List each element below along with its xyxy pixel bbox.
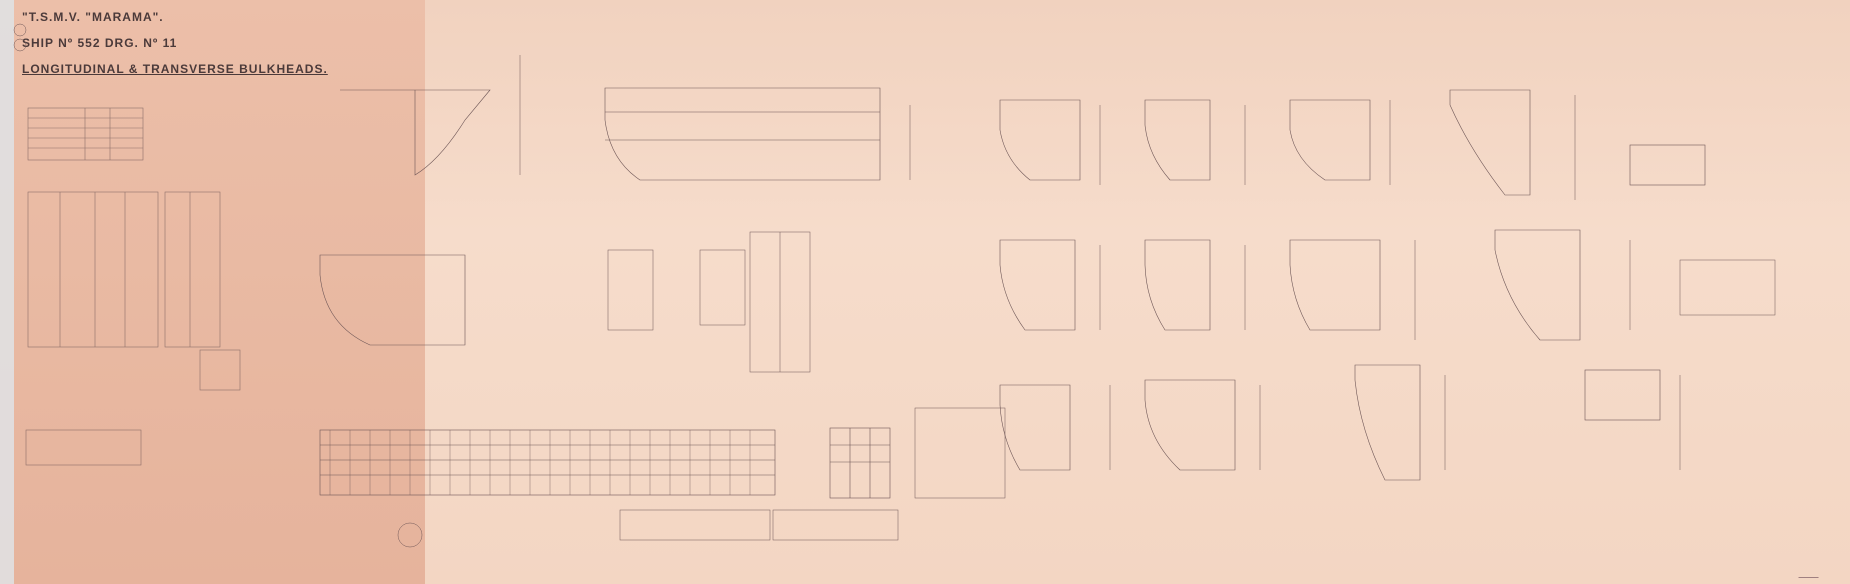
left-table-panel — [0, 0, 425, 584]
ship-drawing-number: SHIP Nº 552 DRG. Nº 11 — [22, 36, 178, 50]
transverse-bulkheads — [319, 87, 1706, 481]
sheet-edge-strip — [0, 0, 14, 584]
sections-and-details — [13, 23, 1776, 548]
vessel-name: "T.S.M.V. "MARAMA". — [22, 10, 164, 24]
signature-mark — [1798, 569, 1822, 578]
scantling-tables — [25, 107, 241, 466]
title-block: "T.S.M.V. "MARAMA". SHIP Nº 552 DRG. Nº … — [22, 10, 328, 76]
longitudinal-bulkhead-elevation — [319, 427, 891, 499]
drawing-subject: LONGITUDINAL & TRANSVERSE BULKHEADS. — [22, 62, 328, 76]
